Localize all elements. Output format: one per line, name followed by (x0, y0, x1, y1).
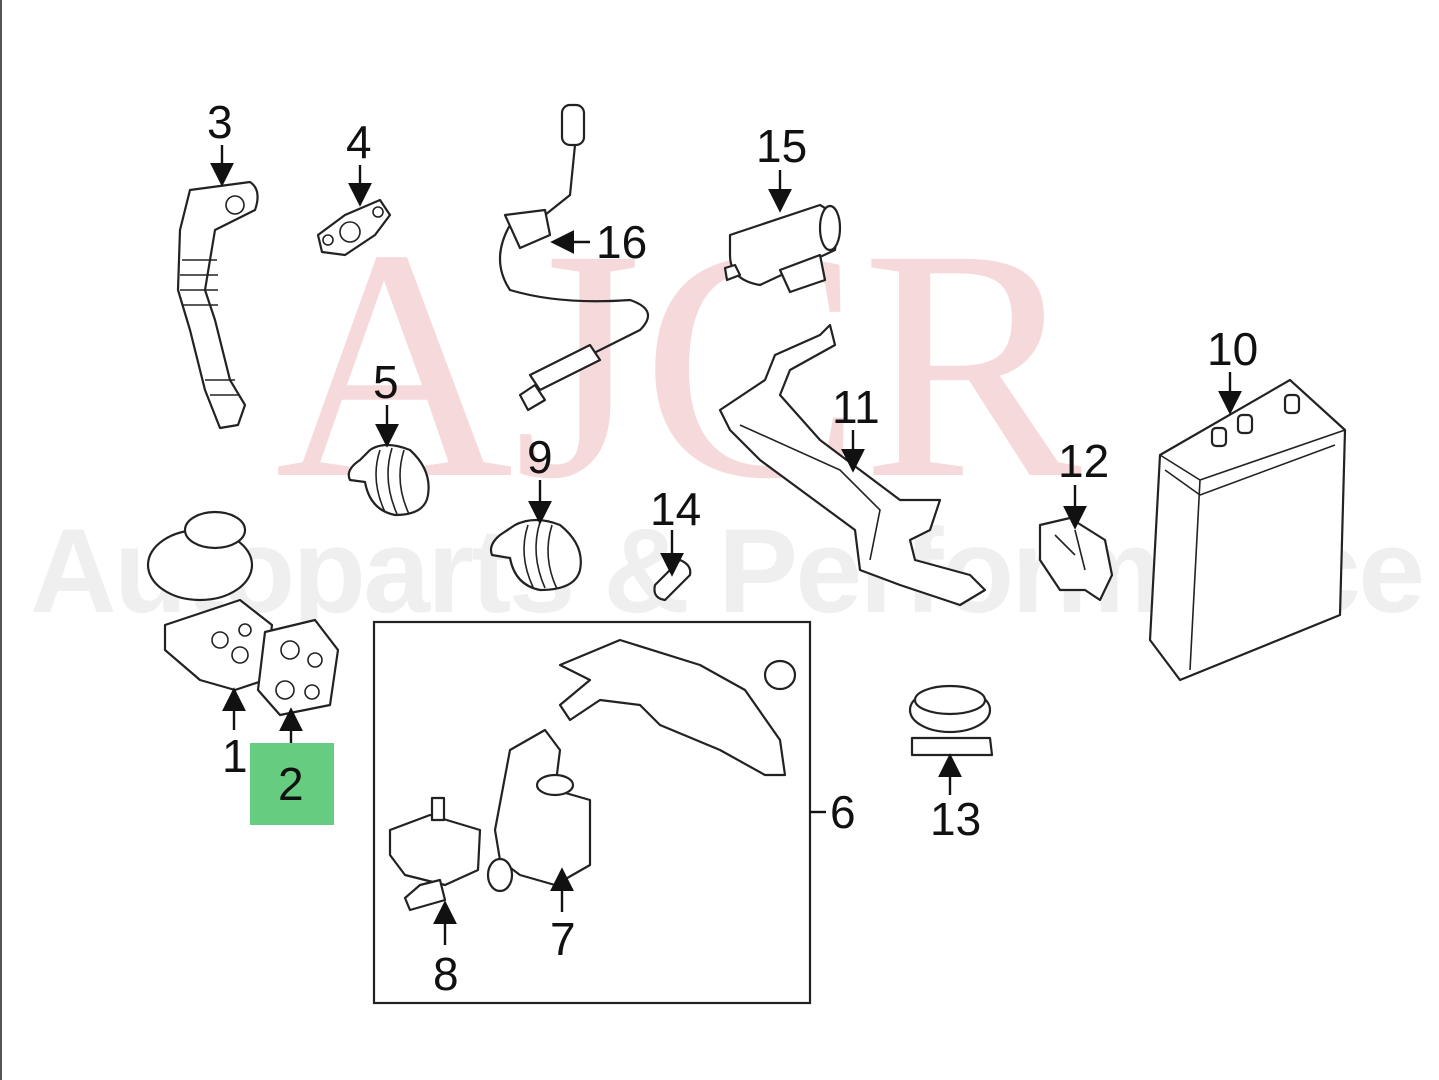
callout-6[interactable]: 6 (830, 786, 856, 838)
callout-4[interactable]: 4 (346, 116, 372, 168)
callout-12[interactable]: 12 (1058, 435, 1109, 487)
callout-arrows (210, 145, 1242, 945)
part-3-egr-pipe (176, 180, 259, 430)
callout-14[interactable]: 14 (650, 483, 701, 535)
callout-10[interactable]: 10 (1207, 323, 1258, 375)
part-10-charcoal-canister (1148, 378, 1347, 682)
part-5-valve (347, 443, 430, 517)
part-4-gasket (316, 198, 392, 257)
part-13-valve (908, 684, 994, 757)
left-border (0, 0, 2, 1080)
part-6-bracket (558, 638, 797, 777)
callout-1[interactable]: 1 (222, 730, 248, 782)
part-1-egr-valve (146, 510, 274, 692)
callout-13[interactable]: 13 (930, 793, 981, 845)
callout-3[interactable]: 3 (207, 96, 233, 148)
callout-11[interactable]: 11 (832, 381, 880, 433)
callout-5[interactable]: 5 (373, 356, 399, 408)
callout-16[interactable]: 16 (596, 216, 647, 268)
part-8-solenoid (388, 796, 482, 912)
callout-7[interactable]: 7 (550, 913, 576, 965)
callout-9[interactable]: 9 (527, 431, 553, 483)
callout-15[interactable]: 15 (756, 120, 807, 172)
highlight-box (250, 743, 334, 825)
part-7-solenoid (486, 728, 592, 893)
part-16-oxygen-sensor (499, 103, 650, 412)
part-15-filter (723, 203, 842, 294)
callout-8[interactable]: 8 (433, 948, 459, 1000)
callout-2[interactable]: 2 (278, 758, 304, 810)
part-2-egr-gasket (256, 618, 340, 717)
